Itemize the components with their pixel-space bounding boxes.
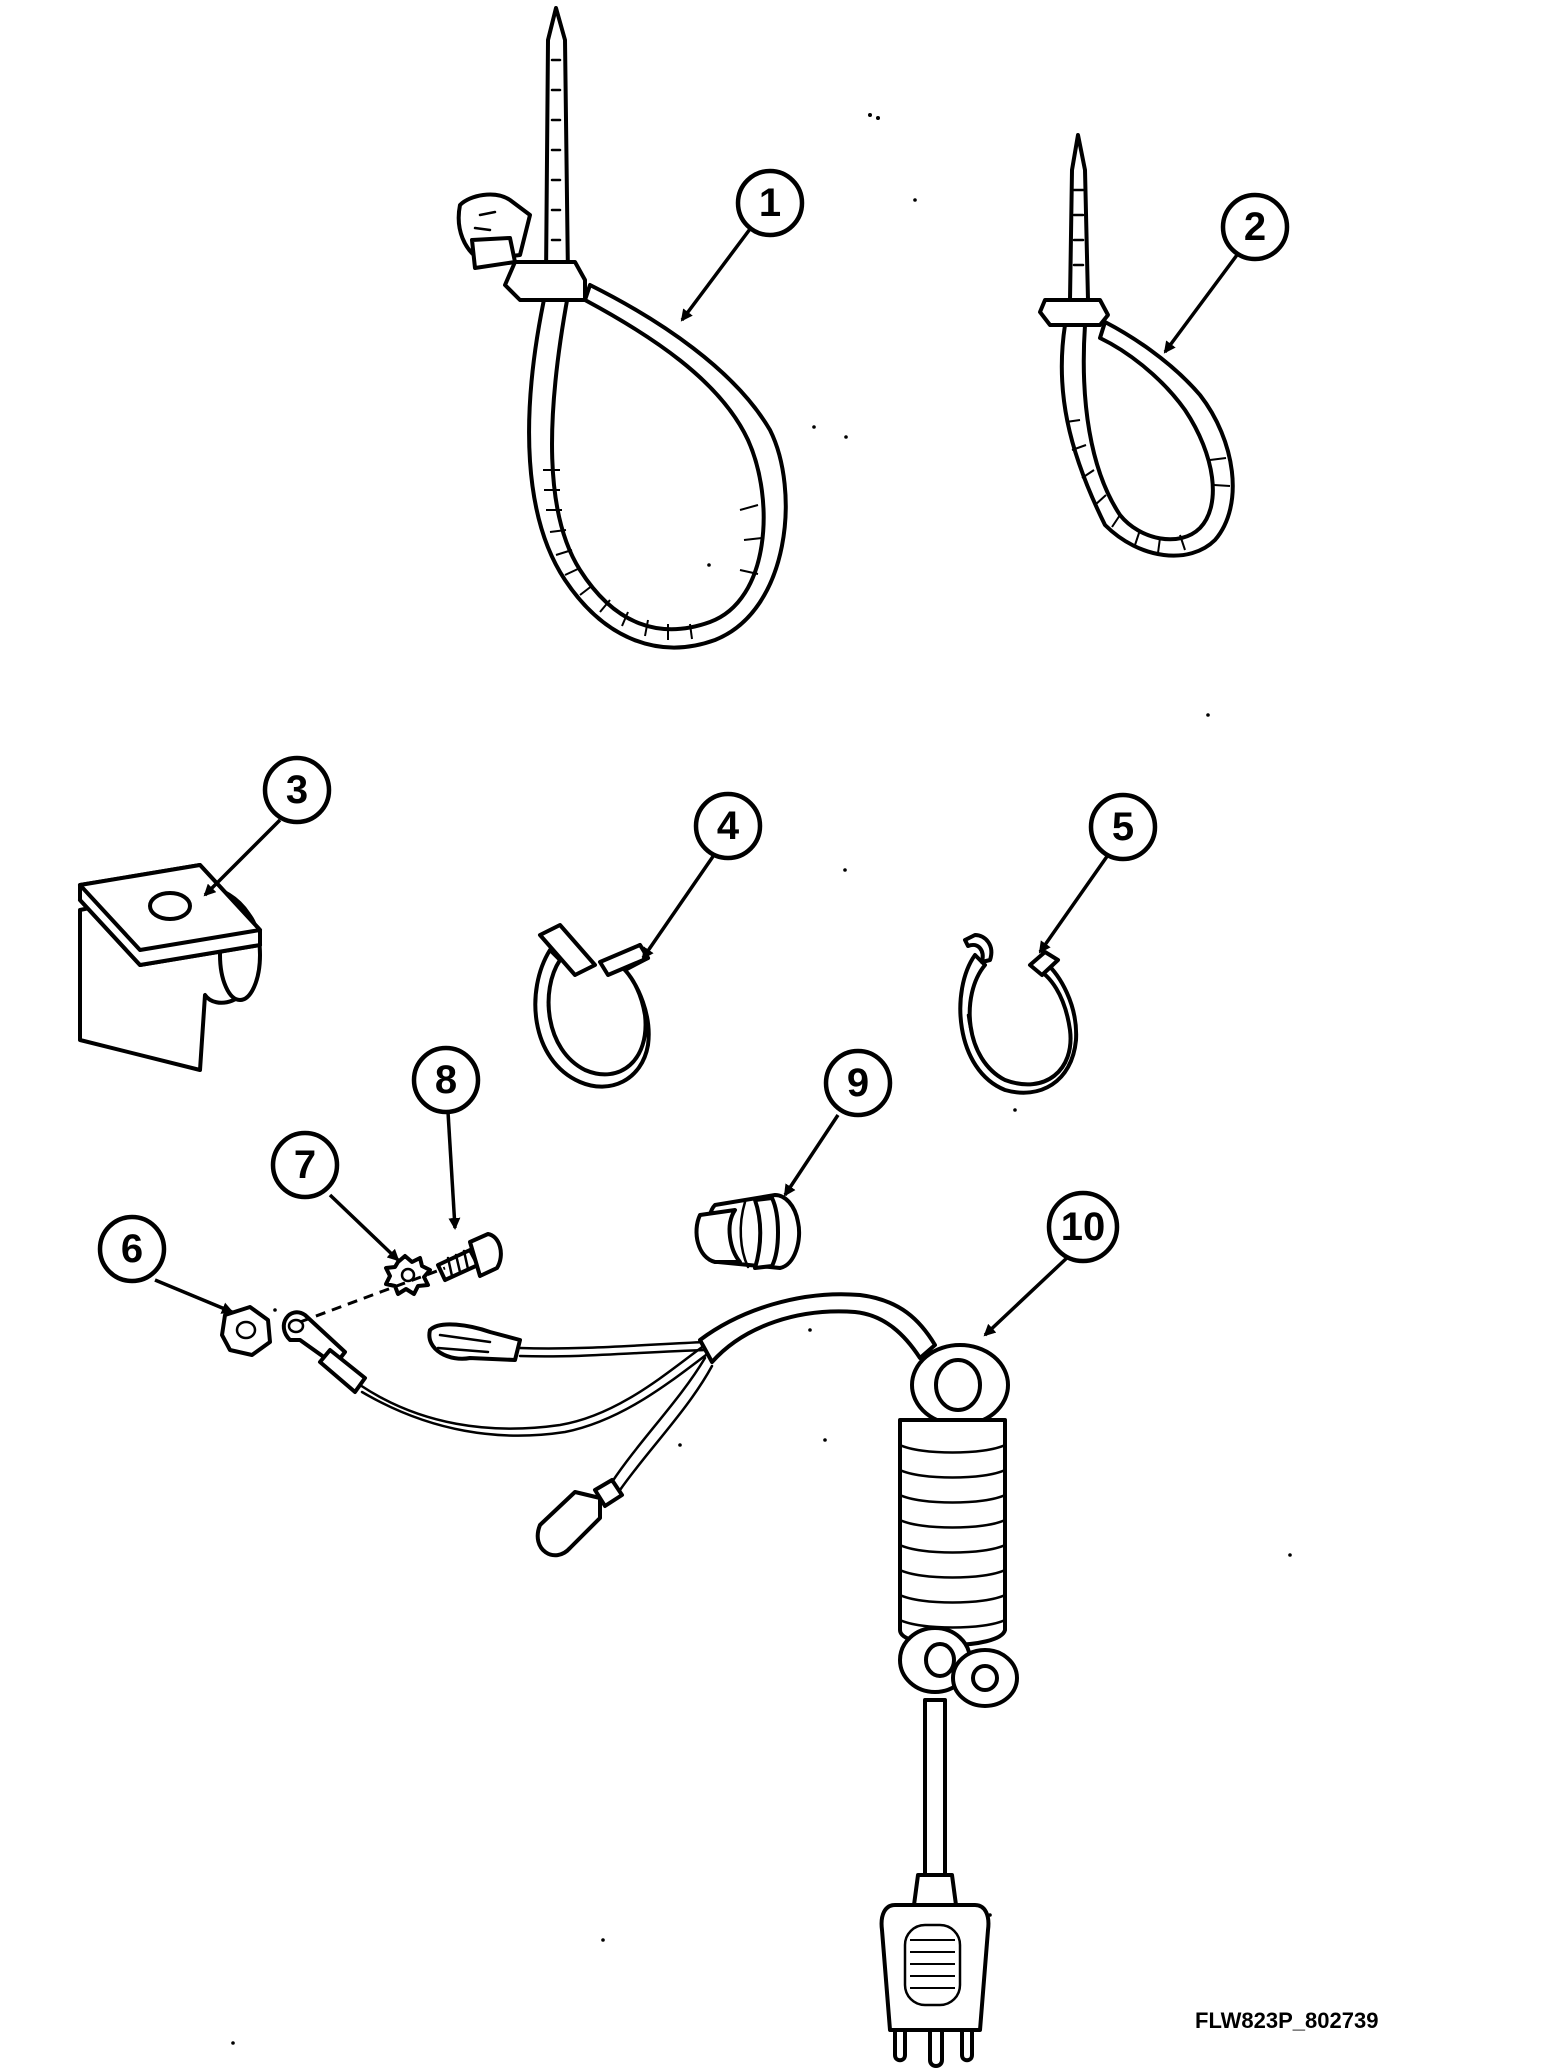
callout-5: 5: [1088, 792, 1158, 862]
callout-4: 4: [693, 791, 763, 861]
spring-clamp-a: [533, 923, 651, 1089]
assembly-dash-line: [299, 1266, 446, 1324]
hex-nut: [220, 1305, 272, 1357]
callout-10-label: 10: [1061, 1205, 1106, 1249]
power-cord-assembly: [281, 1292, 1019, 2068]
callout-7: 7: [270, 1130, 340, 1200]
cable-tie-small: [1038, 133, 1235, 558]
callout-8: 8: [411, 1045, 481, 1115]
callout-1-label: 1: [759, 181, 781, 225]
callout-3-label: 3: [286, 768, 308, 812]
callout-4-label: 4: [717, 804, 740, 848]
callout-8-label: 8: [435, 1058, 457, 1102]
leader-lines: [154, 223, 1239, 1337]
scan-specks: [231, 113, 1292, 2045]
callout-2: 2: [1220, 192, 1290, 262]
callout-9: 9: [823, 1048, 893, 1118]
callout-5-label: 5: [1112, 805, 1134, 849]
strain-relief: [694, 1193, 801, 1270]
callout-2-label: 2: [1244, 205, 1266, 249]
drawing-code: FLW823P_802739: [1195, 2008, 1378, 2033]
callout-3: 3: [262, 755, 332, 825]
callout-7-label: 7: [294, 1143, 316, 1187]
star-washer: [384, 1254, 432, 1296]
callout-6-label: 6: [121, 1227, 143, 1271]
callout-1: 1: [735, 168, 805, 238]
spring-clamp-b: [958, 933, 1079, 1095]
wire-clamp: [78, 863, 262, 1072]
callout-6: 6: [97, 1214, 167, 1284]
screw: [436, 1232, 503, 1282]
callout-10: 10: [1046, 1190, 1120, 1264]
cable-tie-large: [456, 6, 788, 650]
callout-9-label: 9: [847, 1061, 869, 1105]
